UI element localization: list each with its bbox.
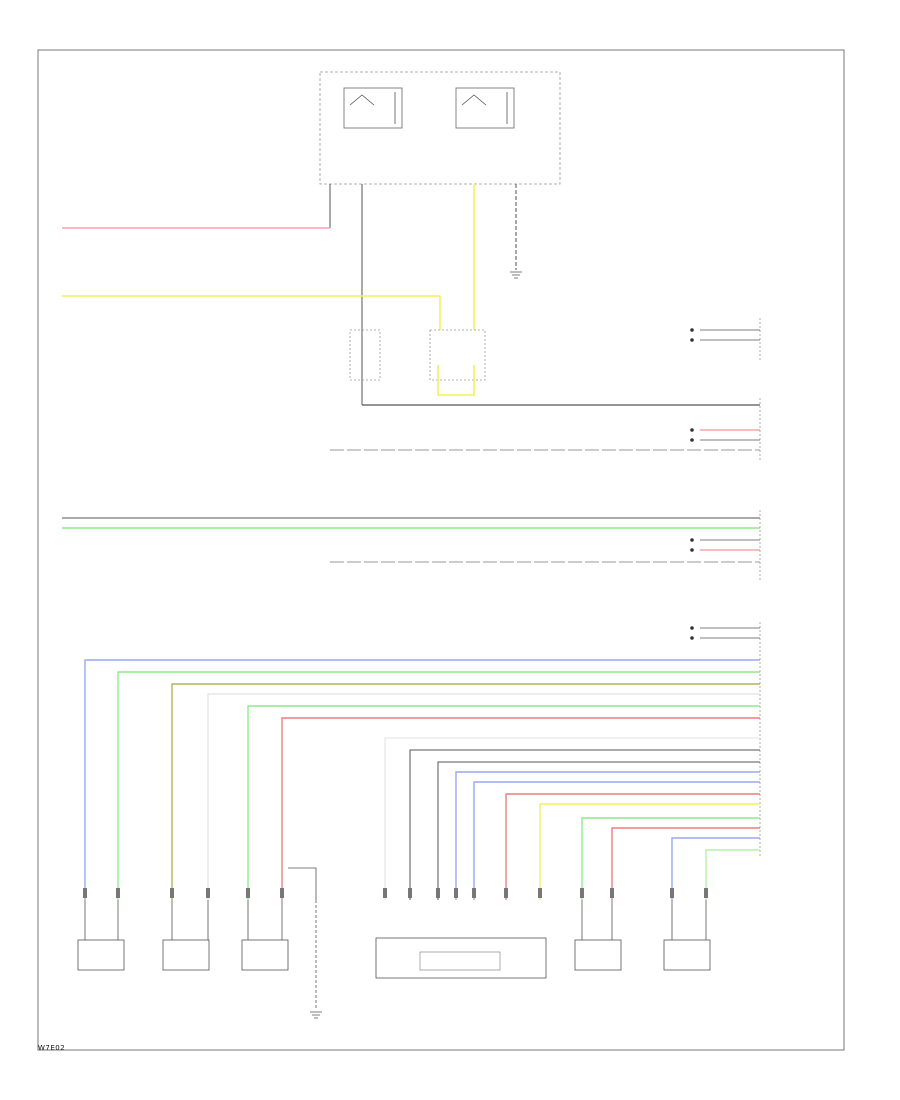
sensor-box-icon [663,939,711,971]
switch-block [349,329,760,406]
diagram-frame [37,49,845,1051]
relay-switch-icon [343,87,403,129]
controller-connector [690,622,761,858]
sensor-box-icon [574,939,622,971]
relay-switch-icon [455,87,515,129]
sensor-box-icon [241,939,289,971]
sensor-wires-right [384,737,760,900]
sensor-wires-left [84,659,760,900]
sensor-boxes [77,900,711,1019]
right-modules [330,318,761,462]
input-wires [62,227,475,330]
relay-box [319,71,561,185]
sensor-box-icon [162,939,210,971]
mid-bus [62,510,761,580]
connector-icon [83,888,708,898]
ground-icon [310,1011,322,1019]
ground-icon [510,271,522,279]
diagram-code: W7E02 [38,1044,66,1052]
sensor-box-icon [77,939,125,971]
sensor-box-icon [375,937,547,979]
relay-wires [329,184,522,405]
